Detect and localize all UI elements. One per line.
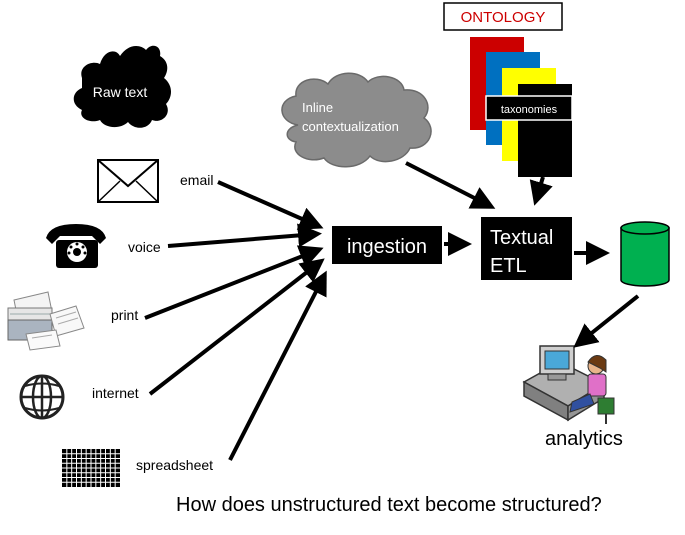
analytics-workstation-icon xyxy=(522,345,615,424)
telephone-icon xyxy=(46,224,106,268)
source-label-voice: voice xyxy=(128,239,161,255)
arrow-ontology-to-etl xyxy=(529,176,553,206)
textual-etl-line1: Textual xyxy=(490,227,553,249)
diagram-question: How does unstructured text become struct… xyxy=(176,494,602,516)
arrow-email-to-ingestion xyxy=(217,180,324,230)
contextualization-cloud: Inline contextualization xyxy=(281,72,432,168)
raw-text-label: Raw text xyxy=(93,84,148,100)
spreadsheet-grid-icon xyxy=(62,449,120,487)
arrow-print-to-ingestion xyxy=(144,245,324,320)
ontology-stack: taxonomies xyxy=(470,37,573,177)
analytics-label: analytics xyxy=(545,428,623,450)
cloud-label-line2: contextualization xyxy=(302,119,399,134)
globe-icon xyxy=(19,374,65,420)
taxonomies-box xyxy=(485,95,573,121)
paper-stack-icon xyxy=(7,291,85,351)
ingestion-label: ingestion xyxy=(347,236,427,258)
arrow-internet-to-ingestion xyxy=(148,258,325,396)
arrow-database-to-analytics xyxy=(573,294,640,348)
ingestion-box: ingestion xyxy=(332,226,442,264)
cloud-label-line1: Inline xyxy=(302,100,333,115)
source-label-print: print xyxy=(111,307,139,323)
taxonomies-label: taxonomies xyxy=(501,104,558,116)
envelope-icon xyxy=(97,159,159,203)
ontology-label: ONTOLOGY xyxy=(461,9,546,26)
raw-text-blob: Raw text xyxy=(73,45,171,128)
flow-arrows xyxy=(144,161,640,461)
source-label-spreadsheet: spreadsheet xyxy=(136,457,214,473)
arrow-voice-to-ingestion xyxy=(167,223,322,248)
ontology-label-box: ONTOLOGY xyxy=(443,2,563,31)
arrow-cloud-to-etl xyxy=(405,161,496,209)
textual-etl-line2: ETL xyxy=(490,255,527,277)
source-label-email: email xyxy=(180,172,214,188)
database-cylinder xyxy=(620,221,670,287)
textual-etl-box: Textual ETL xyxy=(481,217,572,280)
source-label-internet: internet xyxy=(92,385,139,401)
arrow-spreadsheet-to-ingestion xyxy=(228,270,327,461)
